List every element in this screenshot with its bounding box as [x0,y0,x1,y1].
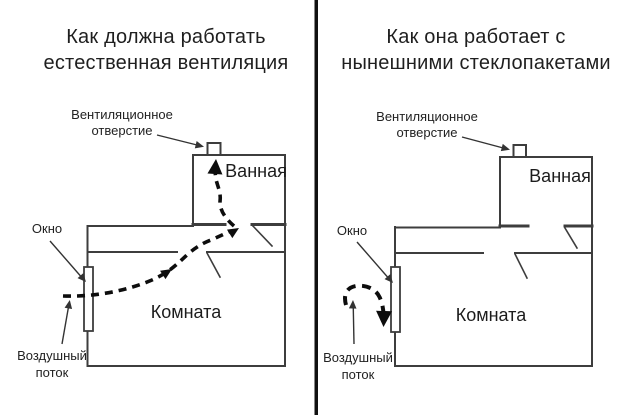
left-title-line2: естественная вентиляция [43,52,289,74]
left-room-door-leaf [205,251,222,279]
right-vent-leader-line [461,136,508,150]
left-vent-opening-icon [206,142,222,156]
right-airflow-label-line1: Воздушный [323,350,393,365]
left-airflow-label: Воздушный поток [7,347,97,381]
left-airflow-leader-line [61,303,70,345]
left-airflow-arrowhead-mid [160,269,172,280]
left-window-icon [83,266,94,332]
left-airflow-arrowhead-vent [207,159,223,175]
left-leader-arrows [49,134,204,345]
left-panel-title: Как должна работать естественная вентиля… [8,24,324,76]
left-vent-leader-line [156,134,202,147]
right-window-icon [390,266,401,333]
right-panel-title: Как она работает с нынешними стеклопакет… [318,24,634,76]
right-window-label: Окно [336,223,368,238]
left-airflow-arrow [62,159,239,298]
right-vent-opening-icon [512,144,527,158]
right-leader-arrows [348,136,510,345]
left-window-leader-line [49,240,85,281]
right-bathroom-walls [499,156,593,228]
right-outer-walls [394,156,593,367]
right-window-leader-arrowhead [384,274,393,283]
right-airflow-leader-line [352,303,355,345]
right-vent-label: Вентиляционное отверстие [357,109,497,141]
right-room-label: Комната [455,305,527,325]
left-bathroom-label: Ванная [225,161,287,181]
right-title-line1: Как она работает с [386,26,566,48]
left-floorplan [83,142,287,367]
right-title-line2: нынешними стеклопакетами [341,52,611,74]
right-bathroom-door-leaf [563,226,579,250]
left-airflow-arrowhead-door [227,228,239,239]
right-vent-label-line2: отверстие [396,125,458,140]
left-airflow-leader-arrowhead [64,300,73,310]
left-vent-label-line1: Вентиляционное [71,107,173,122]
left-airflow-label-line1: Воздушный [17,348,87,363]
right-airflow-arrow [343,283,393,327]
right-vent-label-line1: Вентиляционное [376,109,478,124]
right-room-door-leaf [513,252,529,280]
right-airflow-leader-arrowhead [348,300,357,309]
left-airflow-label-line2: поток [35,365,69,380]
left-bathroom-door-leaf [250,223,274,248]
right-bathroom-label: Ванная [529,166,591,186]
right-window-leader-line [356,241,392,282]
left-vent-leader-arrowhead [194,141,204,149]
left-airflow-path-bathroom [213,164,236,228]
left-airflow-path-room [62,229,232,298]
left-vent-label-line2: отверстие [91,123,153,138]
left-vent-label: Вентиляционное отверстие [52,107,192,139]
right-airflow-arrowhead [376,310,393,327]
right-floorplan [390,144,594,367]
left-room-label: Комната [150,302,222,322]
left-bathroom-walls [192,154,286,227]
left-title-line1: Как должна работать [66,26,266,48]
right-airflow-label: Воздушный поток [313,349,403,383]
left-window-label: Окно [31,221,63,236]
panel-divider [314,0,318,415]
right-airflow-label-line2: поток [341,367,375,382]
right-vent-leader-arrowhead [500,143,510,152]
left-outer-walls [86,154,286,367]
right-airflow-path [343,283,386,317]
left-window-leader-arrowhead [77,273,86,282]
